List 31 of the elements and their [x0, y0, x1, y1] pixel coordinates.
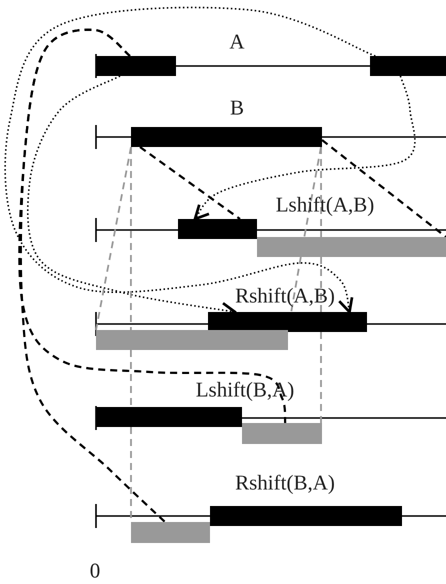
interval-bar: [208, 312, 367, 332]
interval-bar: [178, 219, 257, 239]
projection-line: [303, 146, 322, 238]
projection-line: [130, 147, 132, 330]
shift-region-bar: [257, 237, 446, 257]
dotted-arrow: [4, 6, 376, 314]
dotted-arrow: [194, 76, 416, 220]
dashed-line: [20, 28, 166, 523]
interval-bar: [96, 56, 176, 76]
projection-line: [320, 332, 322, 423]
interval-bar: [131, 127, 322, 147]
projection-line: [290, 256, 302, 312]
interval-bar: [210, 506, 402, 526]
row-label: Lshift(A,B): [276, 194, 374, 216]
projection-line: [95, 146, 132, 330]
shift-region-bar: [96, 330, 288, 350]
shift-region-bar: [242, 423, 322, 444]
shift-region-bar: [131, 522, 210, 543]
dashed-line: [321, 139, 446, 238]
axis-origin-label: 0: [90, 560, 100, 582]
projection-line: [130, 350, 132, 407]
projection-line: [320, 147, 322, 237]
projection-line: [320, 257, 322, 312]
row-label: Rshift(B,A): [235, 472, 335, 494]
interval-bar: [370, 56, 446, 76]
row-label: Lshift(B,A): [196, 380, 294, 400]
row-label: B: [230, 98, 244, 118]
dashed-line: [139, 146, 241, 220]
row-label: Rshift(A,B): [235, 286, 335, 306]
interval-bar: [96, 407, 242, 427]
row-label: A: [229, 32, 245, 52]
